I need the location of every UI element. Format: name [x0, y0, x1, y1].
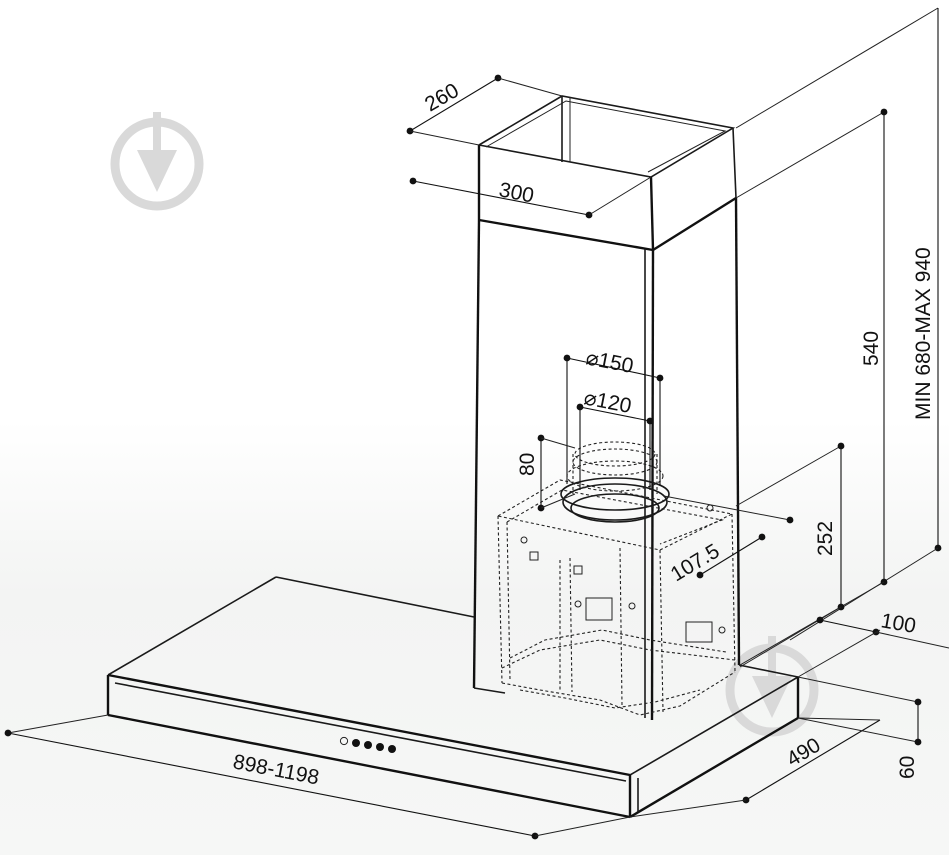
motor-housing [497, 441, 736, 716]
chimney [472, 95, 741, 721]
label-outlet-offset: 107.5 [667, 539, 724, 586]
label-outlet-height: 80 [516, 453, 539, 476]
watermark-icon-top [110, 112, 204, 211]
hood-canopy [106, 576, 800, 819]
label-motor-height: 252 [814, 521, 837, 556]
label-total-height: MIN 680-MAX 940 [912, 247, 935, 420]
control-buttons [339, 736, 396, 753]
dimension-lines [4, 7, 949, 840]
label-chimney-width: 300 [497, 178, 536, 207]
label-hood-width: 898-1198 [231, 750, 321, 789]
label-chimney-depth: 260 [421, 79, 463, 116]
label-outlet-outer: ⌀150 [584, 346, 635, 378]
label-hood-depth: 490 [783, 734, 825, 772]
label-outlet-inner: ⌀120 [582, 386, 633, 418]
label-chimney-height: 540 [860, 331, 883, 366]
label-hood-height: 60 [896, 756, 919, 779]
